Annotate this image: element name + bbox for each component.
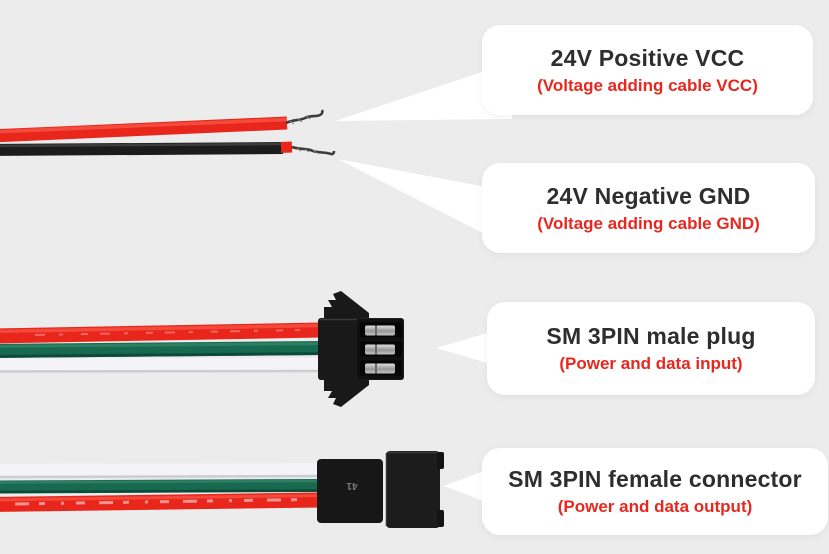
callout-title: SM 3PIN male plug [546, 323, 756, 349]
vcc-strand-twist [289, 115, 311, 125]
gnd-black-wire [0, 142, 284, 156]
female-connector-front-block [317, 459, 383, 523]
vcc-red-wire [0, 116, 288, 143]
male-cable-red-wire [0, 322, 323, 344]
callout-subtitle: (Voltage adding cable VCC) [537, 75, 758, 95]
female-connector-top-tab [437, 452, 444, 469]
callout-sm-3pin-male-plug: SM 3PIN male plug (Power and data input) [487, 302, 815, 395]
male-cable-white-shade [0, 369, 323, 373]
pin-2 [365, 344, 395, 355]
callout-title: 24V Positive VCC [550, 44, 745, 71]
callout-subtitle: (Power and data input) [559, 354, 743, 373]
gnd-strand-twist [296, 147, 318, 154]
male-plug-cable [0, 322, 323, 373]
male-cable-green-wire [0, 341, 323, 358]
female-connector-rear-block [386, 451, 440, 528]
gnd-bare-strands [291, 145, 336, 156]
female-connector: 41 [317, 451, 444, 528]
callout-sm-3pin-female-connector: SM 3PIN female connector (Power and data… [482, 448, 828, 535]
callout-24v-negative-gnd: 24V Negative GND (Voltage adding cable G… [482, 163, 815, 253]
female-cable-green-highlight [0, 479, 323, 484]
female-cable-white-wire [0, 463, 323, 478]
female-cable-red-highlight [0, 494, 323, 502]
female-connector-cable [0, 463, 323, 512]
callout-title: SM 3PIN female connector [508, 466, 802, 492]
female-cable-green-wire [0, 479, 323, 494]
male-cable-red-print [34, 329, 301, 336]
callout-pointer-vcc [335, 62, 512, 121]
female-cable-red-wire [0, 492, 323, 512]
callout-title: 24V Negative GND [546, 182, 751, 209]
male-plug-top-barb [324, 291, 369, 318]
male-cable-green-shade [0, 352, 323, 358]
pin-3 [365, 363, 395, 374]
gnd-black-wire-highlight [0, 142, 284, 148]
power-wire-pair [0, 109, 336, 156]
callout-pointer-gnd [338, 159, 512, 248]
callout-pointers [335, 62, 512, 508]
male-plug-pins [360, 322, 402, 376]
female-cable-red-print [14, 498, 306, 506]
female-cable-green-shade [0, 489, 323, 494]
vcc-red-wire-highlight [0, 117, 288, 134]
male-plug [318, 291, 404, 407]
male-plug-bottom-barb [324, 380, 369, 407]
female-cable-white-shade [0, 474, 323, 479]
callout-24v-positive-vcc: 24V Positive VCC (Voltage adding cable V… [482, 25, 813, 115]
vcc-bare-strands [285, 109, 324, 125]
male-cable-green-highlight [0, 342, 323, 348]
female-connector-marking: 41 [346, 480, 358, 491]
callout-subtitle: (Power and data output) [557, 497, 753, 516]
pin-1 [365, 325, 395, 336]
callout-subtitle: (Voltage adding cable GND) [537, 213, 760, 233]
gnd-red-band [280, 141, 293, 153]
female-connector-bottom-tab [437, 510, 444, 527]
male-cable-red-highlight [0, 323, 323, 334]
male-cable-white-wire [0, 358, 323, 373]
